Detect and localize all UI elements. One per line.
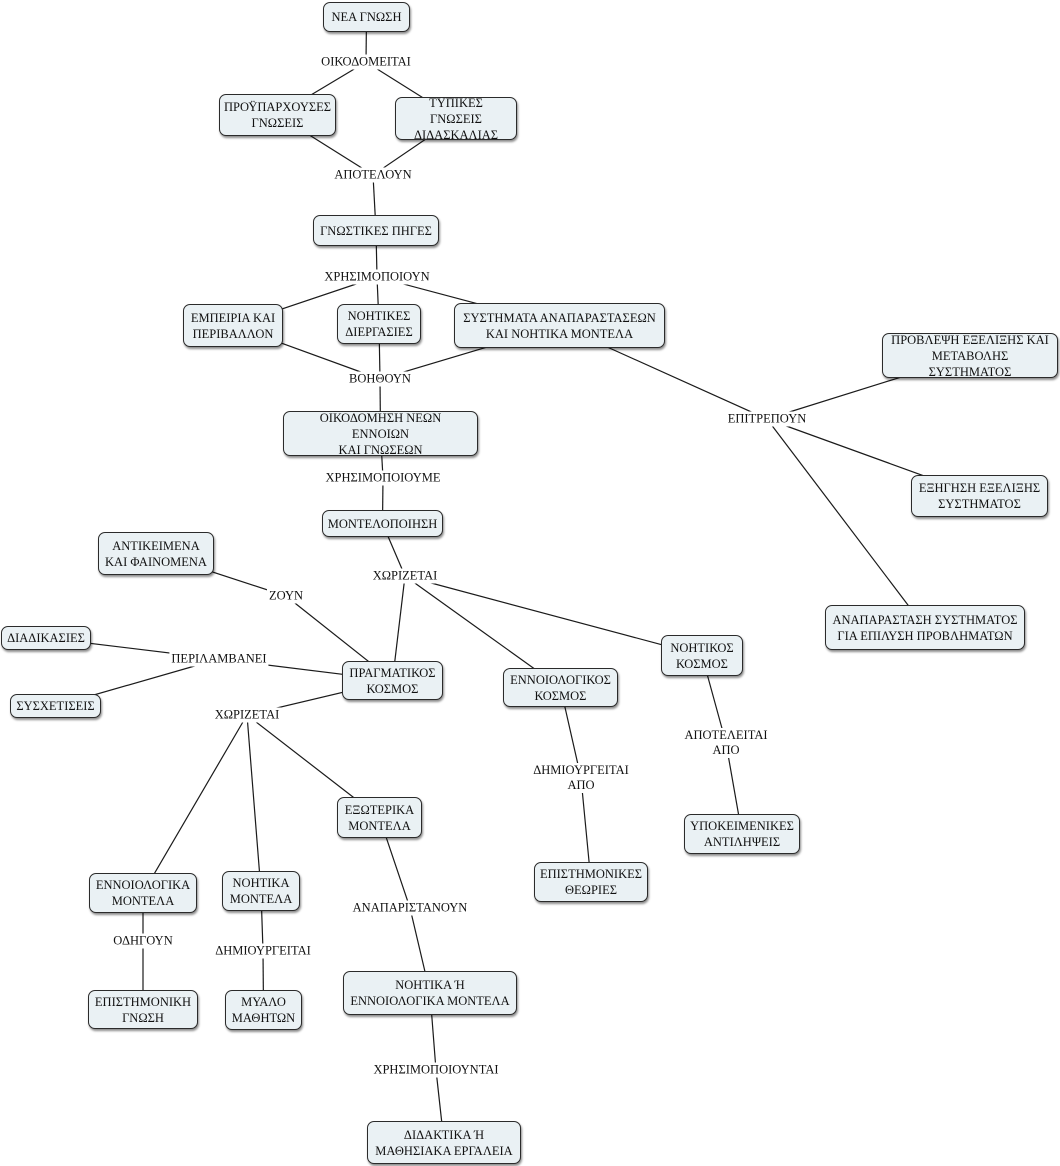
link-voithoun: ΒΟΗΘΟΥΝ (347, 371, 413, 387)
concept-pragmatikos-kosmos[interactable]: ΠΡΑΓΜΑΤΙΚΟΣ ΚΟΣΜΟΣ (342, 661, 443, 700)
concept-antikeimena-kai-fainomena[interactable]: ΑΝΤΙΚΕΙΜΕΝΑ ΚΑΙ ΦΑΙΝΟΜΕΝΑ (98, 532, 214, 575)
concept-noitikos-kosmos[interactable]: ΝΟΗΤΙΚΟΣ ΚΟΣΜΟΣ (661, 635, 743, 676)
connector-line (246, 714, 262, 892)
concept-montelopoiisi[interactable]: ΜΟΝΤΕΛΟΠΟΙΗΣΗ (322, 510, 443, 537)
concept-provlepsi-exelixis[interactable]: ΠΡΟΒΛΕΨΗ ΕΞΕΛΙΞΗΣ ΚΑΙ ΜΕΤΑΒΟΛΗΣ ΣΥΣΤΗΜΑΤ… (882, 333, 1058, 379)
concept-typikes-gnoseis-didaskalias[interactable]: ΤΥΠΙΚΕΣ ΓΝΩΣΕΙΣ ΔΙΔΑΣΚΑΛΙΑΣ (395, 96, 517, 142)
connector-line (404, 575, 703, 657)
concept-exigisi-exelixis[interactable]: ΕΞΗΓΗΣΗ ΕΞΕΛΙΞΗΣ ΣΥΣΤΗΜΑΤΟΣ (911, 475, 1048, 517)
link-oikodomeitai: ΟΙΚΟΔΟΜΕΙΤΑΙ (319, 54, 413, 70)
link-dimiourgeitai: ΔΗΜΙΟΥΡΓΕΙΤΑΙ (213, 943, 313, 959)
link-epitrepoun: ΕΠΙΤΡΕΠΟΥΝ (725, 411, 809, 427)
link-apoteleitai-apo: ΑΠΟΤΕΛΕΙΤΑΙ ΑΠΟ (682, 728, 770, 758)
link-dimiourgeitai-apo: ΔΗΜΙΟΥΡΓΕΙΤΑΙ ΑΠΟ (531, 763, 631, 793)
concept-myalo-mathiton[interactable]: ΜΥΑΛΟ ΜΑΘΗΤΩΝ (225, 990, 302, 1030)
connector-line (766, 418, 926, 628)
concept-proyparxouses-gnoseis[interactable]: ΠΡΟΫΠΑΡΧΟΥΣΕΣ ΓΝΩΣΕΙΣ (219, 94, 336, 136)
link-xrisimopoioume: ΧΡΗΣΙΜΟΠΟΙΟΥΜΕ (323, 470, 443, 486)
concept-ennoiologikos-kosmos[interactable]: ΕΝΝΟΙΟΛΟΓΙΚΟΣ ΚΟΣΜΟΣ (503, 668, 618, 707)
concept-anaparastasi-systimatos[interactable]: ΑΝΑΠΑΡΑΣΤΑΣΗ ΣΥΣΤΗΜΑΤΟΣ ΓΙΑ ΕΠΙΛΥΣΗ ΠΡΟΒ… (825, 605, 1025, 650)
link-apoteloun: ΑΠΟΤΕΛΟΥΝ (332, 167, 414, 183)
link-xorizetai: ΧΩΡΙΖΕΤΑΙ (370, 568, 440, 584)
link-perilamvanei: ΠΕΡΙΛΑΜΒΑΝΕΙ (169, 651, 269, 667)
concept-nea-gnosi[interactable]: ΝΕΑ ΓΝΩΣΗ (323, 2, 410, 32)
concept-exoterika-montela[interactable]: ΕΞΩΤΕΡΙΚΑ ΜΟΝΤΕΛΑ (337, 797, 422, 838)
concept-epistimonikes-theories[interactable]: ΕΠΙΣΤΗΜΟΝΙΚΕΣ ΘΕΩΡΙΕΣ (534, 862, 648, 902)
concept-didaktika-i-mathisiaka-ergaleia[interactable]: ΔΙΔΑΚΤΙΚΑ Ή ΜΑΘΗΣΙΑΚΑ ΕΡΓΑΛΕΙΑ (367, 1121, 521, 1164)
concept-empeiria-kai-perivallon[interactable]: ΕΜΠΕΙΡΙΑ ΚΑΙ ΠΕΡΙΒΑΛΛΟΝ (183, 304, 283, 347)
concept-oikodomisi-neon-ennoion[interactable]: ΟΙΚΟΔΟΜΗΣΗ ΝΕΩΝ ΕΝΝΟΙΩΝ ΚΑΙ ΓΝΩΣΕΩΝ (283, 411, 478, 457)
connector-line (142, 714, 248, 894)
concept-diadikasies[interactable]: ΔΙΑΔΙΚΑΣΙΕΣ (1, 626, 91, 650)
concept-noitika-i-ennoiologika-montela[interactable]: ΝΟΗΤΙΚΑ Ή ΕΝΝΟΙΟΛΟΓΙΚΑ ΜΟΝΤΕΛΑ (343, 971, 517, 1015)
concept-ypokeimenikes-antilipseis[interactable]: ΥΠΟΚΕΙΜΕΝΙΚΕΣ ΑΝΤΙΛΗΨΕΙΣ (684, 814, 800, 854)
link-xorizetai: ΧΩΡΙΖΕΤΑΙ (212, 707, 282, 723)
link-xrisimopoioun: ΧΡΗΣΙΜΟΠΟΙΟΥΝ (322, 269, 432, 285)
link-zoun: ΖΟΥΝ (266, 588, 306, 604)
link-anaparistanoun: ΑΝΑΠΑΡΙΣΤΑΝΟΥΝ (350, 900, 470, 916)
concept-epistimoniki-gnosi[interactable]: ΕΠΙΣΤΗΜΟΝΙΚΗ ΓΝΩΣΗ (88, 990, 198, 1029)
concept-noitika-montela[interactable]: ΝΟΗΤΙΚΑ ΜΟΝΤΕΛΑ (222, 871, 300, 911)
concept-ennoiologika-montela[interactable]: ΕΝΝΟΙΟΛΟΓΙΚΑ ΜΟΝΤΕΛΑ (89, 873, 197, 913)
concept-noitikes-diergasies[interactable]: ΝΟΗΤΙΚΕΣ ΔΙΕΡΓΑΣΙΕΣ (337, 304, 421, 344)
concept-systimata-anaparastaseon[interactable]: ΣΥΣΤΗΜΑΤΑ ΑΝΑΠΑΡΑΣΤΑΣΕΩΝ ΚΑΙ ΝΟΗΤΙΚΑ ΜΟΝ… (454, 303, 665, 348)
link-odigoun: ΟΔΗΓΟΥΝ (111, 933, 175, 949)
link-xrisimopoiountai: ΧΡΗΣΙΜΟΠΟΙΟΥΝΤΑΙ (371, 1062, 501, 1078)
concept-sysxetiseis[interactable]: ΣΥΣΧΕΤΙΣΕΙΣ (10, 694, 101, 718)
concept-gnostikes-piges[interactable]: ΓΝΩΣΤΙΚΕΣ ΠΗΓΕΣ (313, 215, 439, 246)
